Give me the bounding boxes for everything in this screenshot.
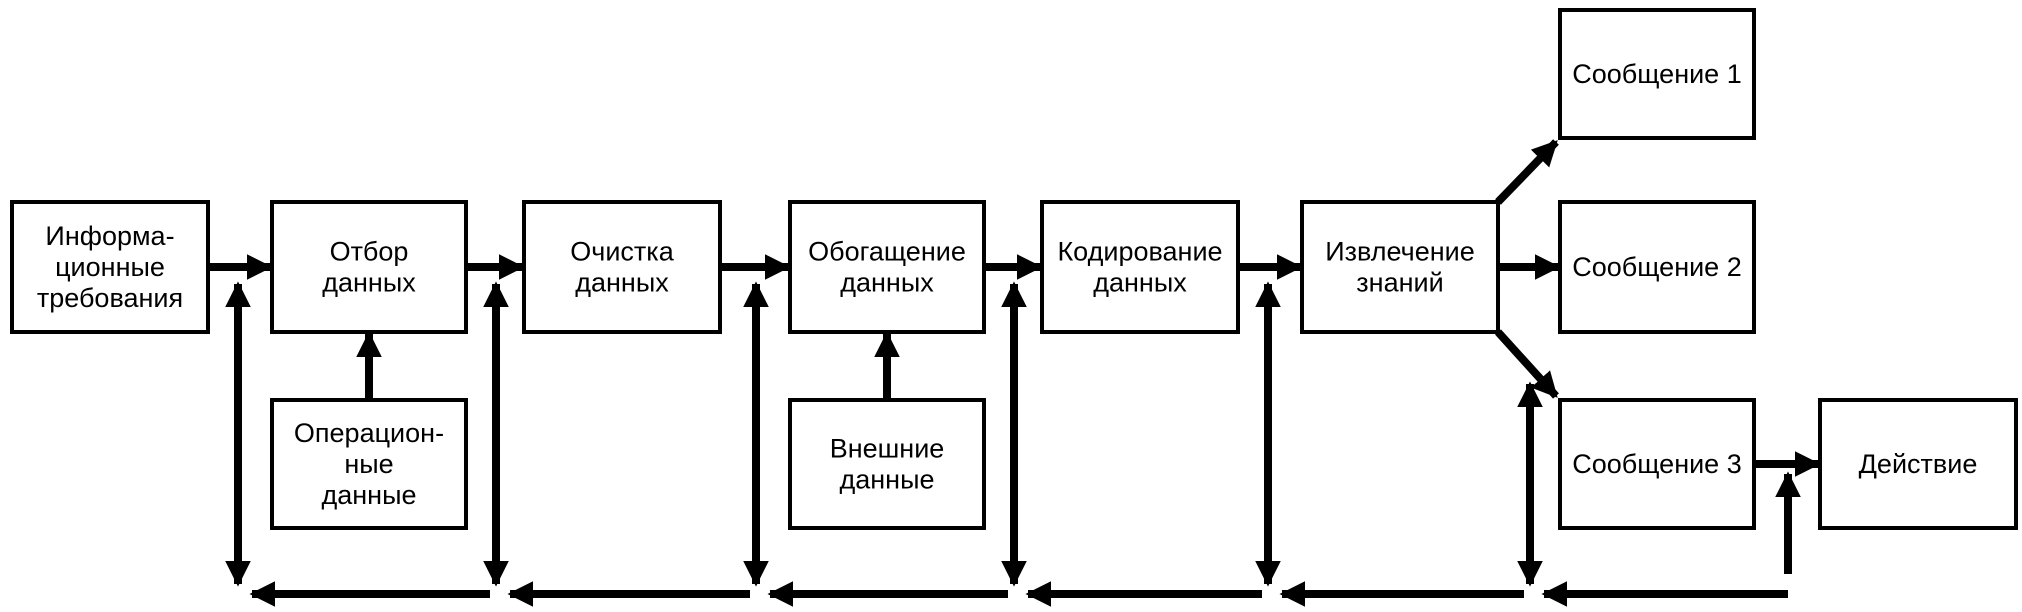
node-action: Действие (1818, 398, 2018, 530)
node-message-3-label: Сообщение 3 (1572, 449, 1741, 479)
box-label-line: требования (37, 283, 183, 313)
box-label-line: Извлечение (1325, 237, 1474, 267)
box-label-line: ные (344, 449, 393, 479)
node-action-label: Действие (1859, 449, 1978, 479)
node-message-2-label: Сообщение 2 (1572, 252, 1741, 282)
box-label-line: ционные (55, 252, 165, 282)
box-label-line: данных (840, 268, 934, 298)
box-label-line: Сообщение 3 (1572, 449, 1741, 479)
box-label-line: знаний (1356, 268, 1443, 298)
box-label-line: данные (839, 465, 934, 495)
box-label-line: Сообщение 2 (1572, 252, 1741, 282)
box-label-line: Операцион- (294, 418, 444, 448)
box-label-line: данные (321, 480, 416, 510)
node-message-3: Сообщение 3 (1558, 398, 1756, 530)
box-label-line: данных (575, 268, 669, 298)
node-message-1: Сообщение 1 (1558, 8, 1756, 140)
box-label-line: данных (1093, 268, 1187, 298)
box-label-line: Отбор (330, 237, 409, 267)
box-label-line: данных (322, 268, 416, 298)
box-label-line: Сообщение 1 (1572, 59, 1741, 89)
node-message-1-label: Сообщение 1 (1572, 59, 1741, 89)
node-message-2: Сообщение 2 (1558, 200, 1756, 334)
box-label-line: Кодирование (1057, 237, 1222, 267)
box-label-line: Обогащение (808, 237, 966, 267)
box-label-line: Очистка (570, 237, 674, 267)
box-label-line: Информа- (45, 221, 174, 251)
arrow-extraction-to-message-1 (1495, 139, 1559, 205)
arrow-extraction-to-message-3 (1495, 329, 1559, 399)
box-label-line: Внешние (830, 434, 945, 464)
box-label-line: Действие (1859, 449, 1978, 479)
